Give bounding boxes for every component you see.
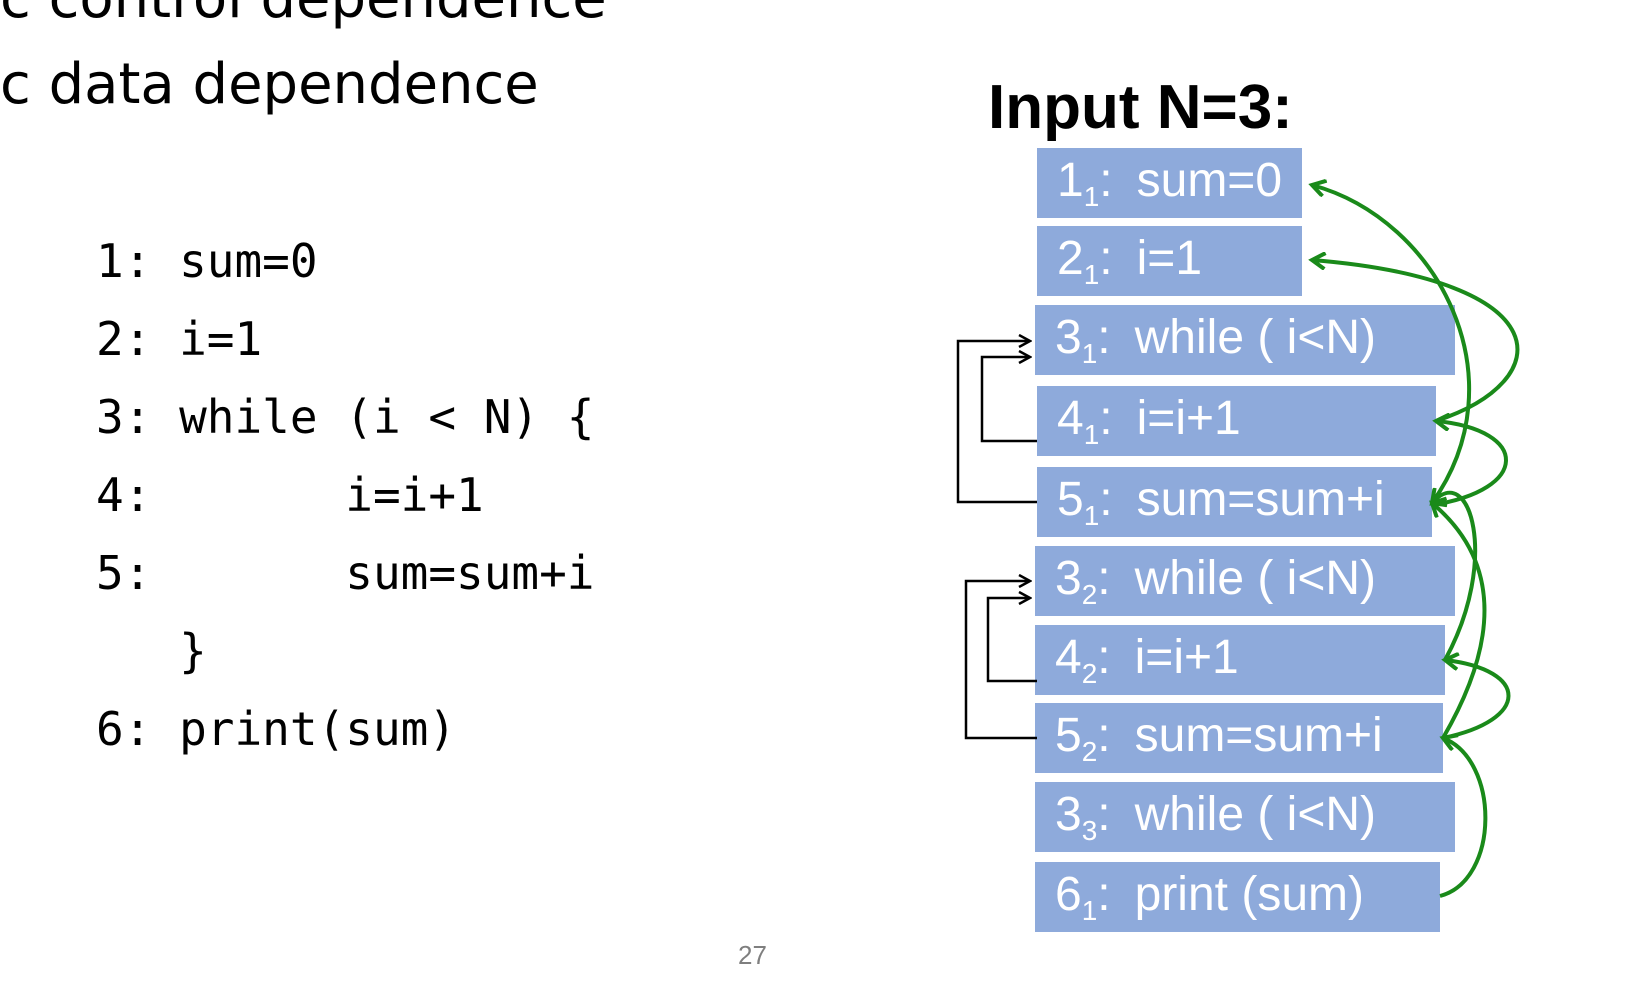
statement-line-number: 4 [1057,392,1084,445]
control-edge-5-1-to-3-1 [956,341,1037,504]
statement-instance-subscript: 1 [1083,500,1100,531]
trace-title: Input N=3: [988,73,1293,142]
statement-instance-subscript: 1 [1083,419,1100,450]
statement-line-number: 2 [1057,232,1084,285]
control-edge-4-2-to-3-2 [986,598,1037,683]
trace-statement-5-1: 51:sum=sum+i [1037,467,1432,537]
trace-statement-3-3: 33:while ( i<N) [1035,782,1455,852]
statement-line-number: 3 [1055,311,1082,364]
statement-text: print (sum) [1134,868,1364,921]
statement-line-number: 4 [1055,631,1082,684]
code-line-6: 6: print(sum) [96,702,457,756]
data-edge-6-1-to-5-2 [1439,738,1488,898]
statement-instance-subscript: 2 [1081,736,1098,767]
trace-statement-2-1: 21:i=1 [1037,226,1302,296]
statement-line-number: 5 [1055,709,1082,762]
code-line-close-brace: } [96,624,207,678]
page-number: 27 [738,940,767,970]
statement-text: i=i+1 [1134,631,1239,684]
statement-text: while ( i<N) [1134,788,1377,841]
data-edge-5-1-to-1-1 [1312,185,1471,505]
bullet-control-dependence: c control dependence [0,0,607,31]
statement-instance-subscript: 1 [1083,259,1100,290]
trace-statement-4-1: 41:i=i+1 [1037,386,1436,456]
data-edge-4-1-to-2-1 [1312,260,1520,423]
statement-text: sum=sum+i [1136,473,1385,526]
code-line-4: 4: i=i+1 [96,468,484,522]
statement-instance-subscript: 1 [1081,895,1098,926]
statement-text: while ( i<N) [1134,311,1377,364]
trace-statement-5-2: 52:sum=sum+i [1035,703,1443,773]
statement-line-number: 1 [1057,154,1084,207]
statement-instance-subscript: 1 [1083,181,1100,212]
statement-text: sum=0 [1136,154,1283,207]
control-edge-4-1-to-3-1 [980,357,1037,443]
data-edge-5-2-to-4-2 [1443,660,1511,740]
data-edge-4-2-to-4-1 [1432,493,1478,661]
statement-instance-subscript: 2 [1081,658,1098,689]
trace-statement-1-1: 11:sum=0 [1037,148,1302,218]
code-line-2: 2: i=1 [96,312,263,366]
statement-line-number: 5 [1057,473,1084,526]
trace-statement-3-2: 32:while ( i<N) [1035,546,1455,616]
statement-text: i=1 [1136,232,1203,285]
code-line-3: 3: while (i < N) { [96,390,595,444]
statement-instance-subscript: 1 [1081,338,1098,369]
statement-text: i=i+1 [1136,392,1241,445]
code-line-5: 5: sum=sum+i [96,546,595,600]
statement-text: sum=sum+i [1134,709,1383,762]
data-edge-5-2-to-5-1 [1432,503,1487,740]
code-line-1: 1: sum=0 [96,234,318,288]
trace-statement-3-1: 31:while ( i<N) [1035,305,1455,375]
trace-statement-6-1: 61:print (sum) [1035,862,1440,932]
control-edge-5-2-to-3-2 [964,581,1037,740]
statement-line-number: 3 [1055,788,1082,841]
statement-text: while ( i<N) [1134,552,1377,605]
statement-instance-subscript: 3 [1081,815,1098,846]
statement-line-number: 3 [1055,552,1082,605]
bullet-data-dependence: c data dependence [0,52,539,117]
trace-statement-4-2: 42:i=i+1 [1035,625,1445,695]
statement-line-number: 6 [1055,868,1082,921]
data-edge-5-1-to-4-1 [1431,421,1508,507]
statement-instance-subscript: 2 [1081,579,1098,610]
